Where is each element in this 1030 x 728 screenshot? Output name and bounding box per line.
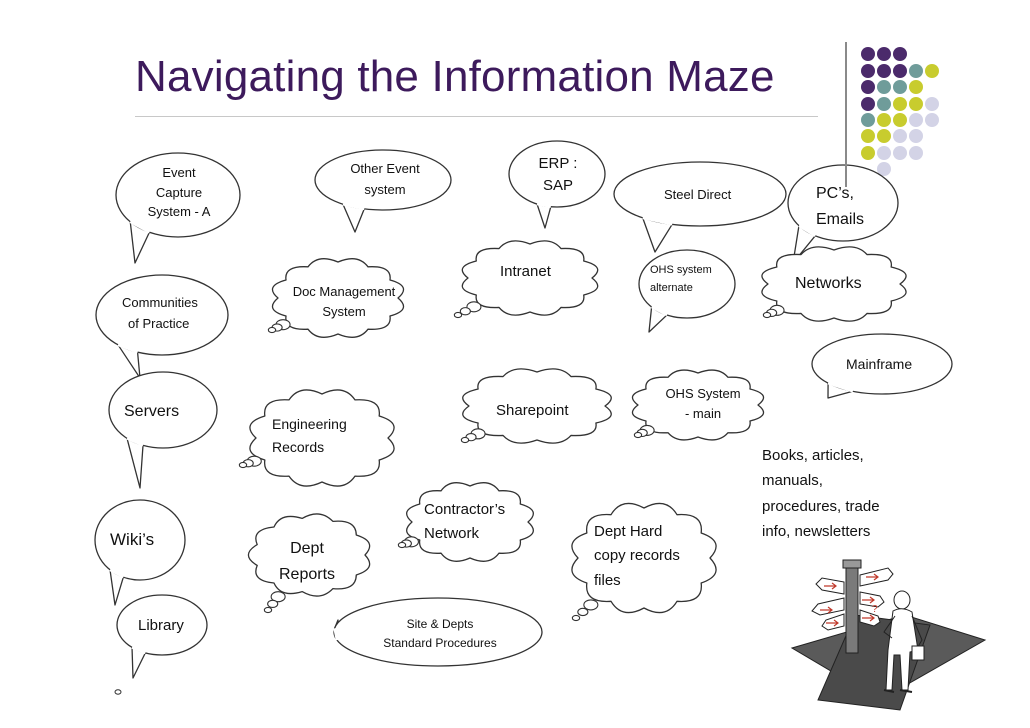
bubble-dept-reports	[247, 513, 371, 614]
label-books: Books, articles,manuals,procedures, trad…	[762, 447, 880, 540]
bubble-networks	[761, 246, 907, 322]
dot	[909, 113, 923, 127]
dot	[909, 80, 923, 94]
label-sharepoint: Sharepoint	[496, 402, 569, 419]
dot	[861, 47, 875, 61]
bubble-steel-direct	[613, 161, 787, 253]
dot	[877, 64, 891, 78]
label-servers: Servers	[124, 403, 180, 420]
bubble-site-depts	[333, 597, 543, 667]
dot	[877, 129, 891, 143]
accent-rule	[845, 42, 847, 187]
decorative-dots-icon	[861, 47, 939, 176]
dot	[909, 97, 923, 111]
dot	[893, 80, 907, 94]
bubble-servers	[108, 371, 218, 489]
signpost-person-icon: ?	[790, 559, 987, 711]
bubble-erp	[508, 140, 606, 229]
dot	[893, 146, 907, 160]
label-steel-direct: Steel Direct	[664, 187, 732, 202]
dot	[909, 146, 923, 160]
label-pcs-emails: PC’s,Emails	[816, 185, 865, 228]
dot	[861, 97, 875, 111]
dot	[925, 64, 939, 78]
dot	[925, 97, 939, 111]
dot	[925, 113, 939, 127]
dot	[909, 64, 923, 78]
bubble-wikis	[94, 499, 186, 606]
dot	[861, 129, 875, 143]
dot	[893, 64, 907, 78]
dot	[877, 97, 891, 111]
dot	[861, 64, 875, 78]
bubble-communities	[95, 274, 229, 379]
dot	[877, 113, 891, 127]
label-wikis: Wiki’s	[110, 530, 155, 549]
bubble-event-capture	[115, 152, 241, 264]
bubble-contractors	[397, 482, 534, 562]
bubble-ohs-main	[631, 369, 765, 441]
bubble-library	[116, 594, 208, 679]
bubble-intranet	[453, 240, 599, 319]
dot	[877, 162, 891, 176]
dot	[861, 80, 875, 94]
label-erp: ERP :SAP	[538, 155, 578, 195]
dot	[893, 129, 907, 143]
label-mainframe: Mainframe	[846, 356, 913, 372]
trail-dot	[114, 689, 122, 695]
bubble-engineering	[238, 389, 395, 487]
bubble-mainframe	[811, 333, 953, 399]
bubble-ohs-alternate	[638, 249, 736, 333]
slide-title: Navigating the Information Maze	[135, 52, 775, 101]
dot	[877, 146, 891, 160]
label-networks: Networks	[795, 275, 862, 292]
dot	[893, 113, 907, 127]
dot	[861, 113, 875, 127]
label-library: Library	[138, 617, 184, 634]
label-intranet: Intranet	[500, 263, 551, 280]
dot	[893, 97, 907, 111]
label-ohs-main: OHS System- main	[665, 386, 741, 421]
bubble-doc-management	[267, 258, 405, 338]
svg-text:?: ?	[872, 604, 878, 615]
dot	[861, 146, 875, 160]
dot	[877, 80, 891, 94]
dot	[909, 129, 923, 143]
bubble-other-event	[314, 149, 452, 233]
bubble-dept-hard	[571, 502, 717, 622]
bubble-sharepoint	[460, 368, 612, 444]
dot	[877, 47, 891, 61]
dot	[893, 47, 907, 61]
title-rule	[135, 116, 818, 117]
bubble-pcs-emails	[787, 164, 899, 264]
